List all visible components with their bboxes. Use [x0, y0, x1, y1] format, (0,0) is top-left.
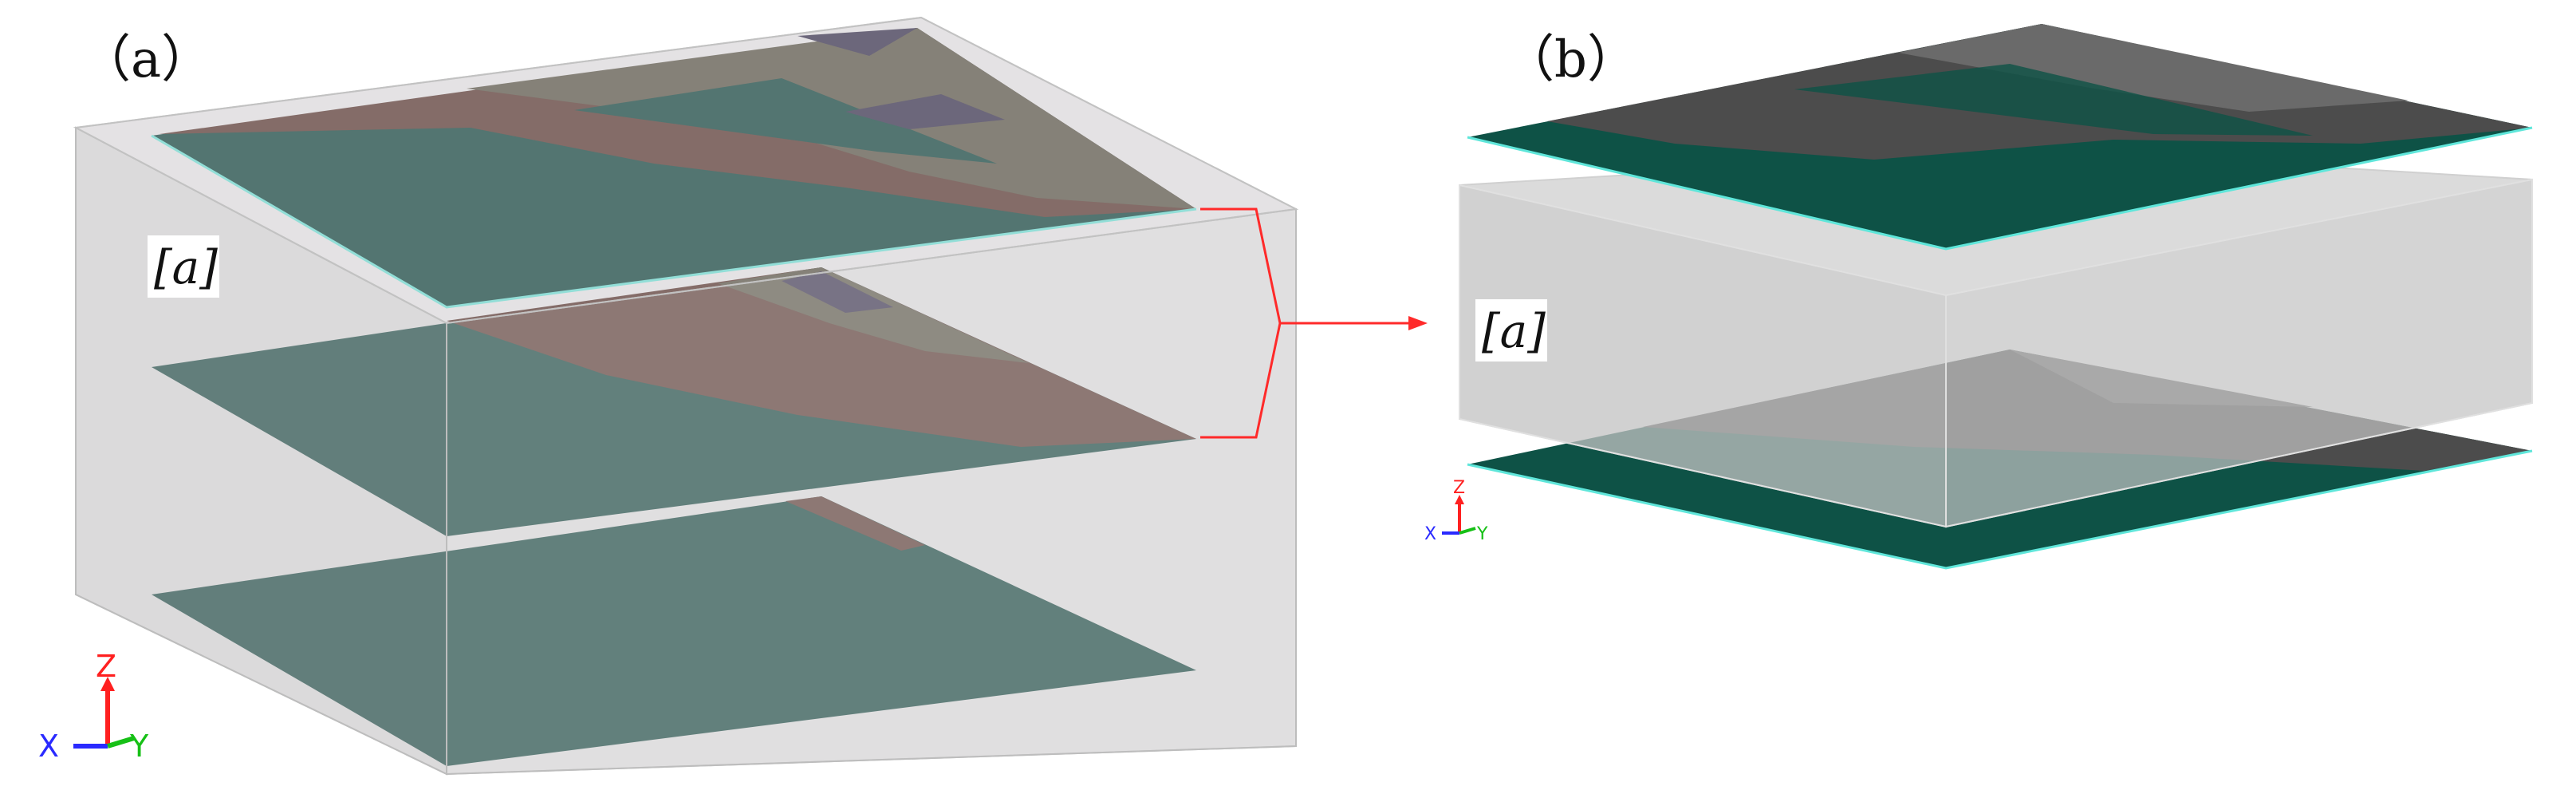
axis-b-z-label: Z: [1453, 478, 1465, 498]
slice-a-bottom-plane: [152, 496, 1196, 766]
axis-a-y-line: [107, 736, 135, 749]
slice-a-bottom: [152, 496, 1196, 766]
slice-b-top-cyan-edge: [1467, 126, 2533, 251]
box-a-label-background: [148, 235, 219, 298]
box-a-label-text: [a]: [154, 240, 218, 294]
panel-b: （b） [a]: [1424, 24, 2533, 570]
axis-a-z-arrow: [100, 677, 115, 691]
axis-b-x-label: X: [1424, 524, 1436, 544]
slice-a-top-cyan-edge: [151, 134, 1197, 309]
slice-a-bottom-brown-patch: [786, 496, 925, 551]
slice-a-top-purple-edge: [798, 28, 917, 56]
axis-a-z-label: Z: [96, 649, 116, 684]
box-b: [1459, 148, 2533, 528]
extraction-arrow: [1200, 207, 1428, 439]
axis-b-y-label: Y: [1476, 524, 1488, 544]
axis-b-z-arrow: [1455, 495, 1464, 504]
panel-b-label: （b）: [1503, 30, 1638, 89]
slice-a-top-purple-patch: [845, 94, 1005, 129]
axis-b-y-line: [1459, 527, 1476, 535]
box-b-label: [a]: [1475, 299, 1547, 361]
slice-a-middle-purple-patch: [782, 271, 893, 313]
box-b-label-text: [a]: [1482, 304, 1546, 358]
slice-a-top: [151, 28, 1197, 309]
slice-a-middle-olive-band: [718, 267, 1029, 363]
slice-a-top-teal-streak: [574, 78, 997, 164]
slice-b-top: [1467, 24, 2533, 251]
box-a-top-face: [73, 16, 1299, 325]
axis-a-x-label: X: [38, 729, 59, 764]
slice-b-top-green-streak: [1794, 64, 2313, 136]
box-b-left-face: [1459, 184, 1947, 528]
box-a-label: [a]: [148, 235, 219, 298]
arrow-head: [1408, 316, 1428, 330]
panel-a-label: （a）: [80, 30, 212, 89]
axis-a-y-label: Y: [129, 729, 149, 764]
panel-a: （a） [: [38, 16, 1299, 776]
axis-triad-a: Z X Y: [38, 649, 149, 764]
slice-a-middle-brown-band: [447, 267, 1196, 447]
slice-a-middle: [152, 267, 1196, 536]
box-b-label-background: [1475, 299, 1547, 361]
slice-b-top-grey-light: [1898, 24, 2409, 112]
axis-triad-b: Z X Y: [1424, 478, 1488, 544]
slice-b-bottom-cyan-edge: [1467, 449, 2533, 570]
